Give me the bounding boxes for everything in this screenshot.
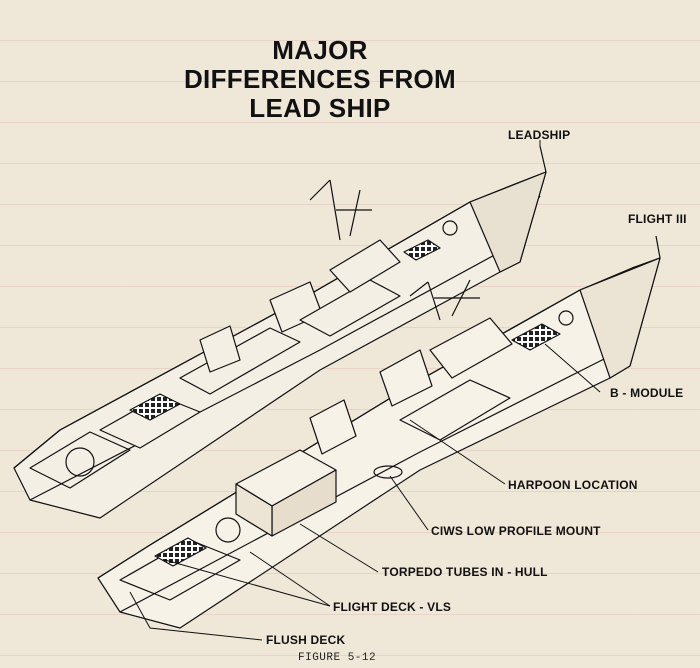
lead-ship-fwd-vls (403, 239, 441, 261)
label-flight-deck-vls: FLIGHT DECK - VLS (333, 600, 452, 614)
flight-iii-b-module (511, 323, 561, 351)
leader-flight-deck-1 (164, 559, 331, 607)
leader-b-module (544, 343, 601, 393)
flight-iii-bow-flare (579, 257, 661, 379)
flight-iii-deckhouse (399, 379, 511, 441)
label-b-module: B - MODULE (610, 386, 684, 400)
lead-ship (13, 145, 547, 519)
lead-ship-flight-deck (29, 431, 131, 489)
leader-flush-deck (129, 591, 263, 641)
label-torpedo-tubes: TORPEDO TUBES IN - HULL (382, 565, 548, 579)
figure-caption: FIGURE 5-12 (298, 652, 377, 664)
leader-flight-deck-2 (249, 551, 331, 607)
title-line-2: DIFFERENCES FROM (183, 64, 457, 94)
lead-ship-gun (442, 220, 458, 236)
leader-ciws (389, 475, 429, 531)
leader-torpedo (299, 523, 379, 573)
label-leadship: LEADSHIP (508, 128, 571, 142)
lead-ship-anchor-line (539, 145, 547, 173)
leader-harpoon (409, 419, 506, 485)
lead-ship-stack-aft (199, 325, 241, 373)
flight-iii-aft-vls (154, 537, 207, 567)
flight-iii-bow-line (655, 235, 661, 259)
lead-ship-helipad-circle (65, 447, 95, 477)
flight-iii-helipad (215, 517, 241, 543)
lead-ship-mid-superstructure (179, 327, 301, 395)
flight-iii-hangar-front (235, 483, 273, 537)
diagram-title: MAJOR DIFFERENCES FROM LEAD SHIP (150, 36, 490, 123)
label-ciws-mount: CIWS LOW PROFILE MOUNT (431, 524, 601, 538)
lead-ship-bridge (329, 239, 401, 293)
lead-ship-aft-vls (129, 393, 181, 421)
lead-ship-mast (309, 179, 372, 241)
flight-iii-bridge (429, 317, 513, 379)
label-flight-iii: FLIGHT III (628, 212, 687, 226)
flight-iii-stack-fwd (379, 349, 433, 407)
label-harpoon-location: HARPOON LOCATION (508, 478, 638, 492)
lead-ship-bow-flare (469, 171, 547, 273)
flight-iii-ciws (373, 465, 403, 479)
flight-iii-ship (97, 235, 661, 629)
title-line-3: LEAD SHIP (249, 93, 391, 123)
flight-iii-stack-aft (309, 399, 357, 455)
lead-ship-deckhouse (299, 279, 401, 337)
flight-iii-mast (409, 279, 480, 321)
flight-iii-gun (558, 310, 574, 326)
title-line-1: MAJOR (272, 35, 368, 65)
leader-lines (129, 140, 601, 641)
label-flush-deck: FLUSH DECK (266, 633, 346, 647)
